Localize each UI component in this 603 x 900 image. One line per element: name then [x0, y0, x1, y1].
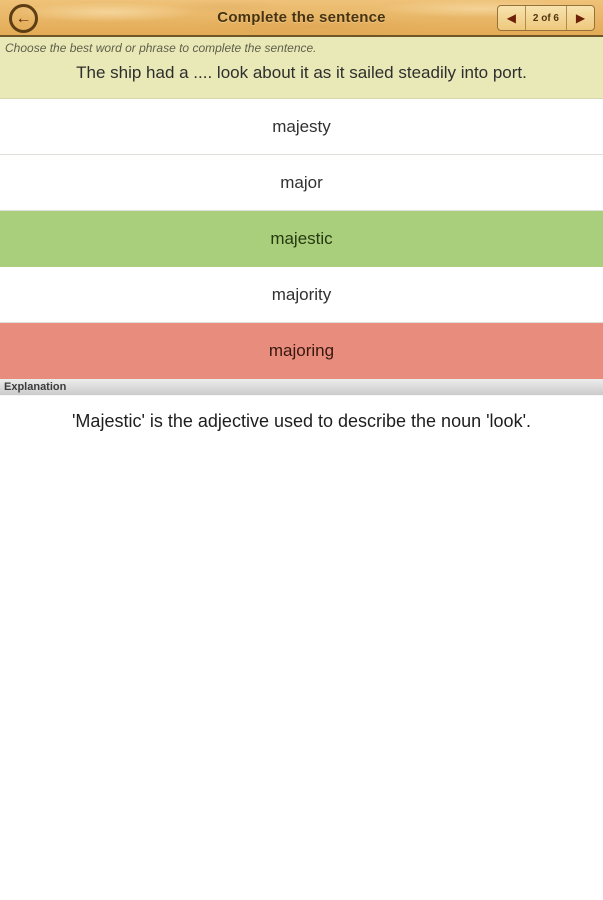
previous-page-button[interactable]: ◀: [498, 6, 526, 30]
option-row-major[interactable]: major: [0, 155, 603, 212]
option-label: major: [280, 172, 323, 192]
next-page-button[interactable]: ▶: [566, 6, 594, 30]
explanation-section: Explanation 'Majestic' is the adjective …: [0, 379, 603, 445]
previous-arrow-icon: ◀: [506, 11, 516, 25]
option-row-majesty[interactable]: majesty: [0, 99, 603, 156]
explanation-header: Explanation: [0, 379, 603, 397]
option-label: majesty: [272, 116, 331, 136]
explanation-text: 'Majestic' is the adjective used to desc…: [72, 411, 531, 432]
option-label: majority: [271, 284, 332, 304]
options-list: majesty major majestic majority majoring: [0, 99, 603, 380]
page-indicator: 2 of 6: [532, 12, 559, 24]
instruction-text: Choose the best word or phrase to comple…: [5, 41, 317, 55]
question-text: The ship had a .... look about it as it …: [76, 63, 527, 82]
top-bar: ← Complete the sentence ◀ 2 of 6 ▶: [0, 0, 603, 37]
option-row-majoring[interactable]: majoring: [0, 323, 603, 380]
question-block: Choose the best word or phrase to comple…: [0, 37, 603, 100]
pagination: ◀ 2 of 6 ▶: [496, 5, 595, 31]
option-label: majestic: [270, 228, 333, 248]
back-arrow-icon: ←: [15, 9, 32, 27]
page-title: Complete the sentence: [217, 9, 386, 26]
option-row-majestic[interactable]: majestic: [0, 211, 603, 268]
option-label: majoring: [268, 340, 335, 360]
next-arrow-icon: ▶: [575, 11, 586, 25]
back-button[interactable]: ←: [9, 4, 38, 33]
option-row-majority[interactable]: majority: [0, 267, 603, 324]
